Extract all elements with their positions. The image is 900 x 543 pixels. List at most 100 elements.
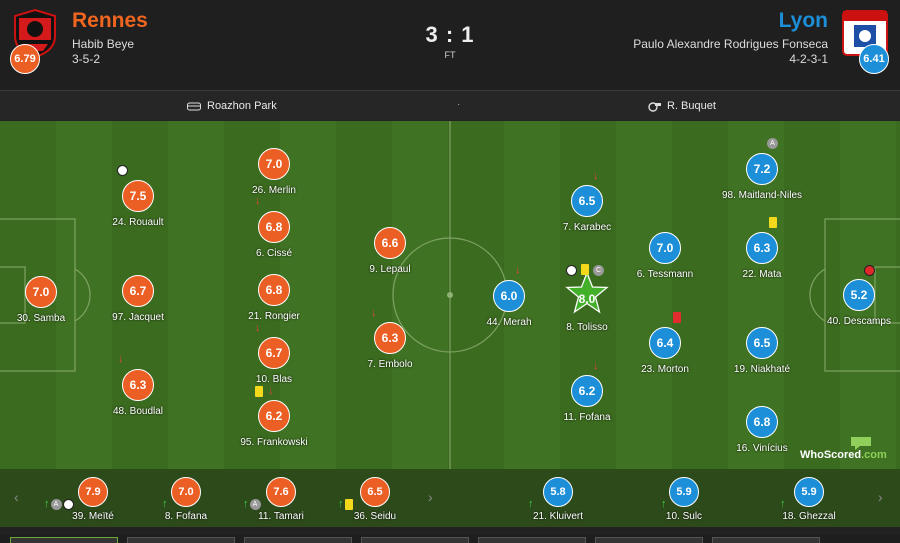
- player-home-11[interactable]: 6.3 7. Embolo: [330, 322, 450, 370]
- referee-name: R. Buquet: [667, 100, 716, 112]
- sub-home-3-events: ↑ A: [243, 498, 261, 510]
- captain-badge-icon: C: [593, 265, 604, 276]
- player-name: 26. Merlin: [252, 185, 296, 196]
- player-away-7[interactable]: 6.4 23. Morton: [605, 327, 725, 375]
- player-rating: 6.2: [258, 400, 290, 432]
- player-home-6[interactable]: 6.8 6. Cissé: [214, 211, 334, 259]
- player-name: 95. Frankowski: [240, 437, 308, 448]
- arrow-down-icon: ↓: [255, 195, 261, 207]
- match-info-bar: Roazhon Park · R. Buquet: [0, 90, 900, 120]
- away-team-name[interactable]: Lyon: [778, 9, 828, 32]
- player-rating: 6.8: [258, 274, 290, 306]
- player-rating: 6.5: [360, 477, 390, 507]
- player-away-1[interactable]: 5.2 40. Descamps: [799, 279, 900, 327]
- sub-away-3-events: ↑: [780, 498, 786, 510]
- player-home-3[interactable]: 6.7 97. Jacquet: [78, 275, 198, 323]
- player-away-10[interactable]: 6.2 11. Fofana: [527, 375, 647, 423]
- sub-away-1[interactable]: 5.8 21. Kluivert: [508, 477, 608, 522]
- player-rating: 6.7: [258, 337, 290, 369]
- player-name: 7. Karabec: [562, 222, 612, 233]
- arrow-down-icon: ↓: [268, 385, 274, 397]
- player-rating: 6.3: [374, 322, 406, 354]
- player-home-10[interactable]: 6.6 9. Lepaul: [330, 227, 450, 275]
- player-away-11[interactable]: 6.0 44. Merah: [449, 280, 569, 328]
- sub-away-2[interactable]: 5.9 10. Sulc: [634, 477, 734, 522]
- sub-home-4[interactable]: 6.5 36. Seidu: [325, 477, 425, 522]
- player-rating: 7.2: [746, 153, 778, 185]
- player-rating: 7.0: [25, 276, 57, 308]
- arrow-down-icon: ↓: [593, 170, 599, 182]
- player-name: 21. Kluivert: [532, 511, 584, 522]
- whoscored-logo: WhoScored.com: [800, 437, 887, 461]
- player-rating: 5.8: [543, 477, 573, 507]
- chevron-right-icon[interactable]: ›: [428, 489, 433, 505]
- bottom-tab[interactable]: [361, 537, 469, 543]
- player-rating: 6.2: [571, 375, 603, 407]
- player-rating: 6.8: [258, 211, 290, 243]
- bottom-tab[interactable]: [244, 537, 352, 543]
- player-name: 7. Embolo: [367, 359, 413, 370]
- sub-home-1[interactable]: 7.9 39. Meïté: [43, 477, 143, 522]
- red-ball-icon: [864, 265, 875, 276]
- player-home-7[interactable]: 6.8 21. Rongier: [214, 274, 334, 322]
- player-rating: 7.9: [78, 477, 108, 507]
- yellow-card-icon: [769, 217, 777, 228]
- sub-home-4-events: ↑: [338, 498, 353, 510]
- player-rating: 6.7: [122, 275, 154, 307]
- yellow-card-icon: [344, 498, 353, 510]
- match-header: 6.79 Rennes Habib Beye 3-5-2 3 : 1 FT Ly…: [0, 0, 900, 90]
- red-card-icon: [673, 312, 681, 323]
- player-home-8[interactable]: 6.7 10. Blas: [214, 337, 334, 385]
- star-icon: [565, 272, 609, 314]
- player-home-9[interactable]: 6.2 95. Frankowski: [214, 400, 334, 448]
- sub-home-2-events: ↑: [162, 498, 168, 510]
- sub-home-3[interactable]: 7.6 11. Tamari: [231, 477, 331, 522]
- whoscored-domain: .com: [861, 449, 887, 461]
- player-rating: 6.3: [122, 369, 154, 401]
- sub-home-2[interactable]: 7.0 8. Fofana: [136, 477, 236, 522]
- arrow-down-icon: ↓: [371, 307, 377, 319]
- player-name: 98. Maitland-Niles: [721, 190, 803, 201]
- player-rating: 7.0: [258, 148, 290, 180]
- player-home-1[interactable]: 7.0 30. Samba: [0, 276, 101, 324]
- player-rating: 8.0: [578, 292, 596, 306]
- player-name: 23. Morton: [641, 364, 689, 375]
- yellow-card-icon: [255, 386, 263, 397]
- player-home-4[interactable]: 6.3 48. Boudlal: [78, 369, 198, 417]
- bottom-tab[interactable]: [478, 537, 586, 543]
- player-name: 22. Mata: [742, 269, 782, 280]
- player-name: 10. Sulc: [665, 511, 703, 522]
- player-away-9[interactable]: 8.0 8. Tolisso: [527, 283, 647, 333]
- player-rating: 6.6: [374, 227, 406, 259]
- home-team-name[interactable]: Rennes: [72, 9, 148, 32]
- player-name: 11. Tamari: [258, 511, 304, 522]
- player-home-5[interactable]: 7.0 26. Merlin: [214, 148, 334, 196]
- assist-badge-icon: A: [767, 138, 778, 149]
- arrow-up-icon: ↑: [338, 498, 344, 510]
- chevron-left-icon[interactable]: ‹: [14, 489, 19, 505]
- player-name: 10. Blas: [255, 374, 293, 385]
- player-away-6[interactable]: 7.0 6. Tessmann: [605, 232, 725, 280]
- player-away-8[interactable]: 6.5 7. Karabec: [527, 185, 647, 233]
- ball-icon: [62, 498, 74, 510]
- player-away-5[interactable]: 6.8 16. Vinícius: [702, 406, 822, 454]
- bottom-tab[interactable]: [712, 537, 820, 543]
- bottom-tab[interactable]: [127, 537, 235, 543]
- player-away-2[interactable]: 7.2 98. Maitland-Niles: [702, 153, 822, 201]
- chevron-right-icon[interactable]: ›: [878, 489, 883, 505]
- sub-away-3[interactable]: 5.9 18. Ghezzal: [759, 477, 859, 522]
- player-home-2[interactable]: 7.5 24. Rouault: [78, 180, 198, 228]
- bottom-tab[interactable]: [595, 537, 703, 543]
- player-away-4[interactable]: 6.5 19. Niakhaté: [702, 327, 822, 375]
- bottom-tab[interactable]: [10, 537, 118, 543]
- player-name: 8. Fofana: [164, 511, 208, 522]
- player-rating: 5.2: [843, 279, 875, 311]
- player-name: 6. Tessmann: [636, 269, 694, 280]
- player-away-3[interactable]: 6.3 22. Mata: [702, 232, 822, 280]
- whoscored-brand: WhoScored: [800, 449, 862, 461]
- player-rating: 6.0: [493, 280, 525, 312]
- arrow-down-icon: ↓: [118, 353, 124, 365]
- referee: R. Buquet: [648, 100, 716, 112]
- assist-badge-icon: A: [249, 498, 261, 510]
